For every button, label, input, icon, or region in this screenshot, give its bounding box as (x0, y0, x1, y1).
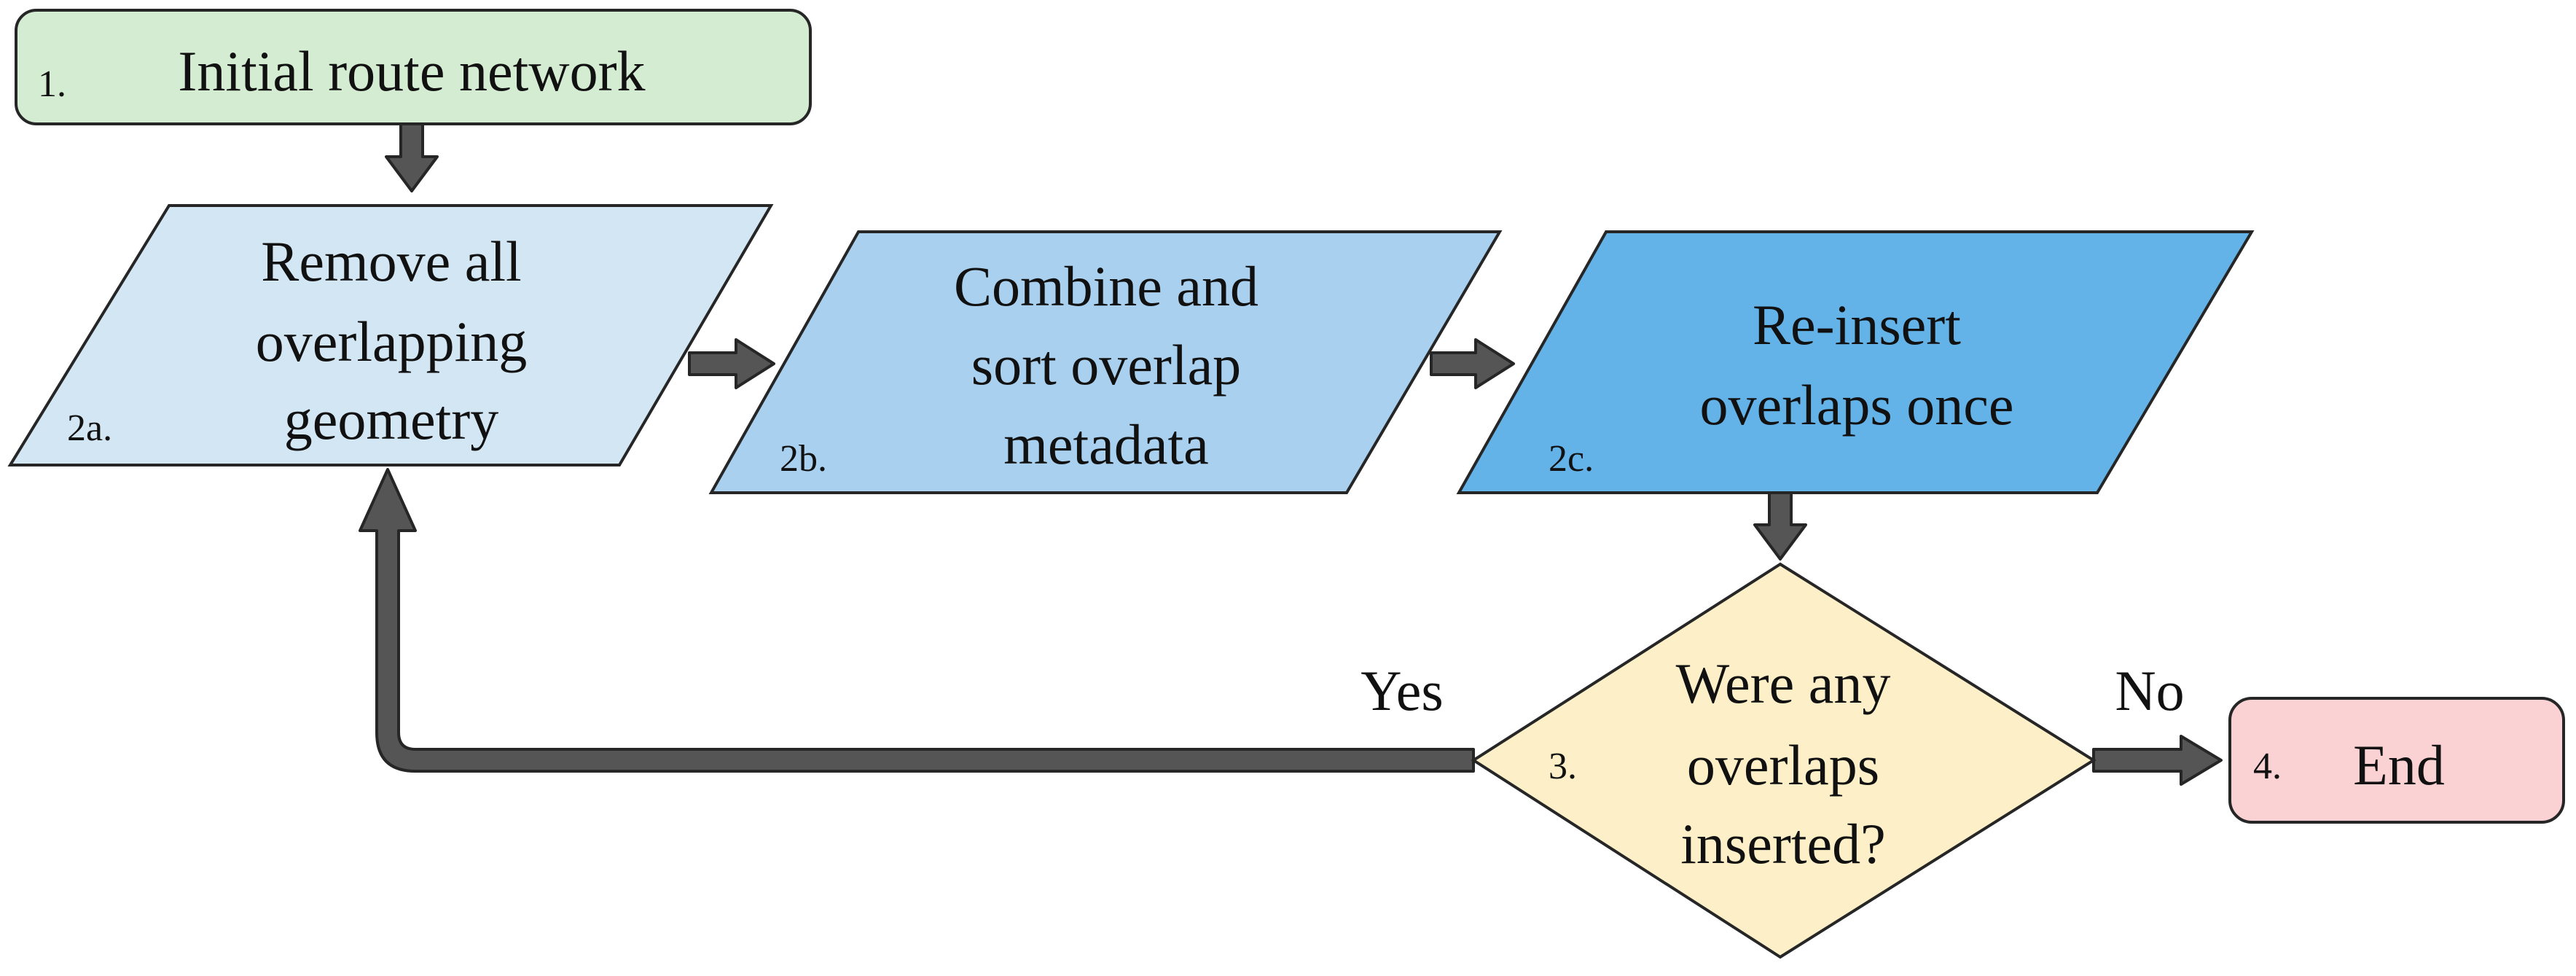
node-reinsert-shape (1456, 230, 2255, 494)
edge-label-no: No (2115, 659, 2184, 722)
node-start: 1. Initial route network (15, 9, 812, 125)
node-reinsert-number: 2c. (1549, 438, 1594, 480)
arrow-reinsert-to-decision (1753, 491, 1807, 561)
node-combine-number: 2b. (780, 438, 827, 480)
node-start-number: 1. (38, 63, 66, 105)
node-end: 4. End (2228, 697, 2565, 824)
node-decision-number: 3. (1549, 746, 1577, 787)
node-start-label: Initial route network (178, 39, 645, 103)
node-combine-line-2: sort overlap (971, 333, 1241, 397)
node-decision-line-2: overlaps (1687, 733, 1879, 797)
node-combine-shape (708, 230, 1503, 494)
node-combine: 2b. Combine and sort overlap metadata (708, 230, 1503, 494)
node-remove-line-1: Remove all (261, 230, 521, 293)
node-remove: 2a. Remove all overlapping geometry (7, 204, 774, 466)
connectors (359, 122, 2223, 786)
arrow-remove-to-combine (688, 338, 775, 389)
node-remove-line-3: geometry (284, 388, 499, 451)
node-end-label: End (2353, 733, 2445, 797)
node-decision-line-1: Were any (1676, 652, 1891, 715)
node-decision-line-3: inserted? (1680, 812, 1886, 875)
arrow-no-to-end (2092, 735, 2223, 786)
node-combine-line-1: Combine and (954, 254, 1258, 318)
node-remove-shape (7, 204, 774, 466)
node-decision-shape (1471, 562, 2097, 959)
node-start-box (15, 9, 812, 125)
node-end-number: 4. (2253, 746, 2282, 787)
node-reinsert-line-1: Re-insert (1753, 293, 1961, 356)
node-reinsert-line-2: overlaps once (1700, 373, 2014, 437)
node-decision: 3. Were any overlaps inserted? (1471, 562, 2097, 959)
arrow-start-to-remove (385, 122, 439, 192)
node-combine-line-3: metadata (1003, 413, 1209, 476)
node-reinsert: 2c. Re-insert overlaps once (1456, 230, 2255, 494)
node-remove-number: 2a. (67, 407, 112, 449)
arrow-yes-loop (359, 468, 1475, 773)
edge-label-yes: Yes (1361, 659, 1444, 722)
arrow-combine-to-reinsert (1430, 338, 1515, 389)
node-end-box (2228, 697, 2565, 824)
node-remove-line-2: overlapping (256, 310, 528, 373)
